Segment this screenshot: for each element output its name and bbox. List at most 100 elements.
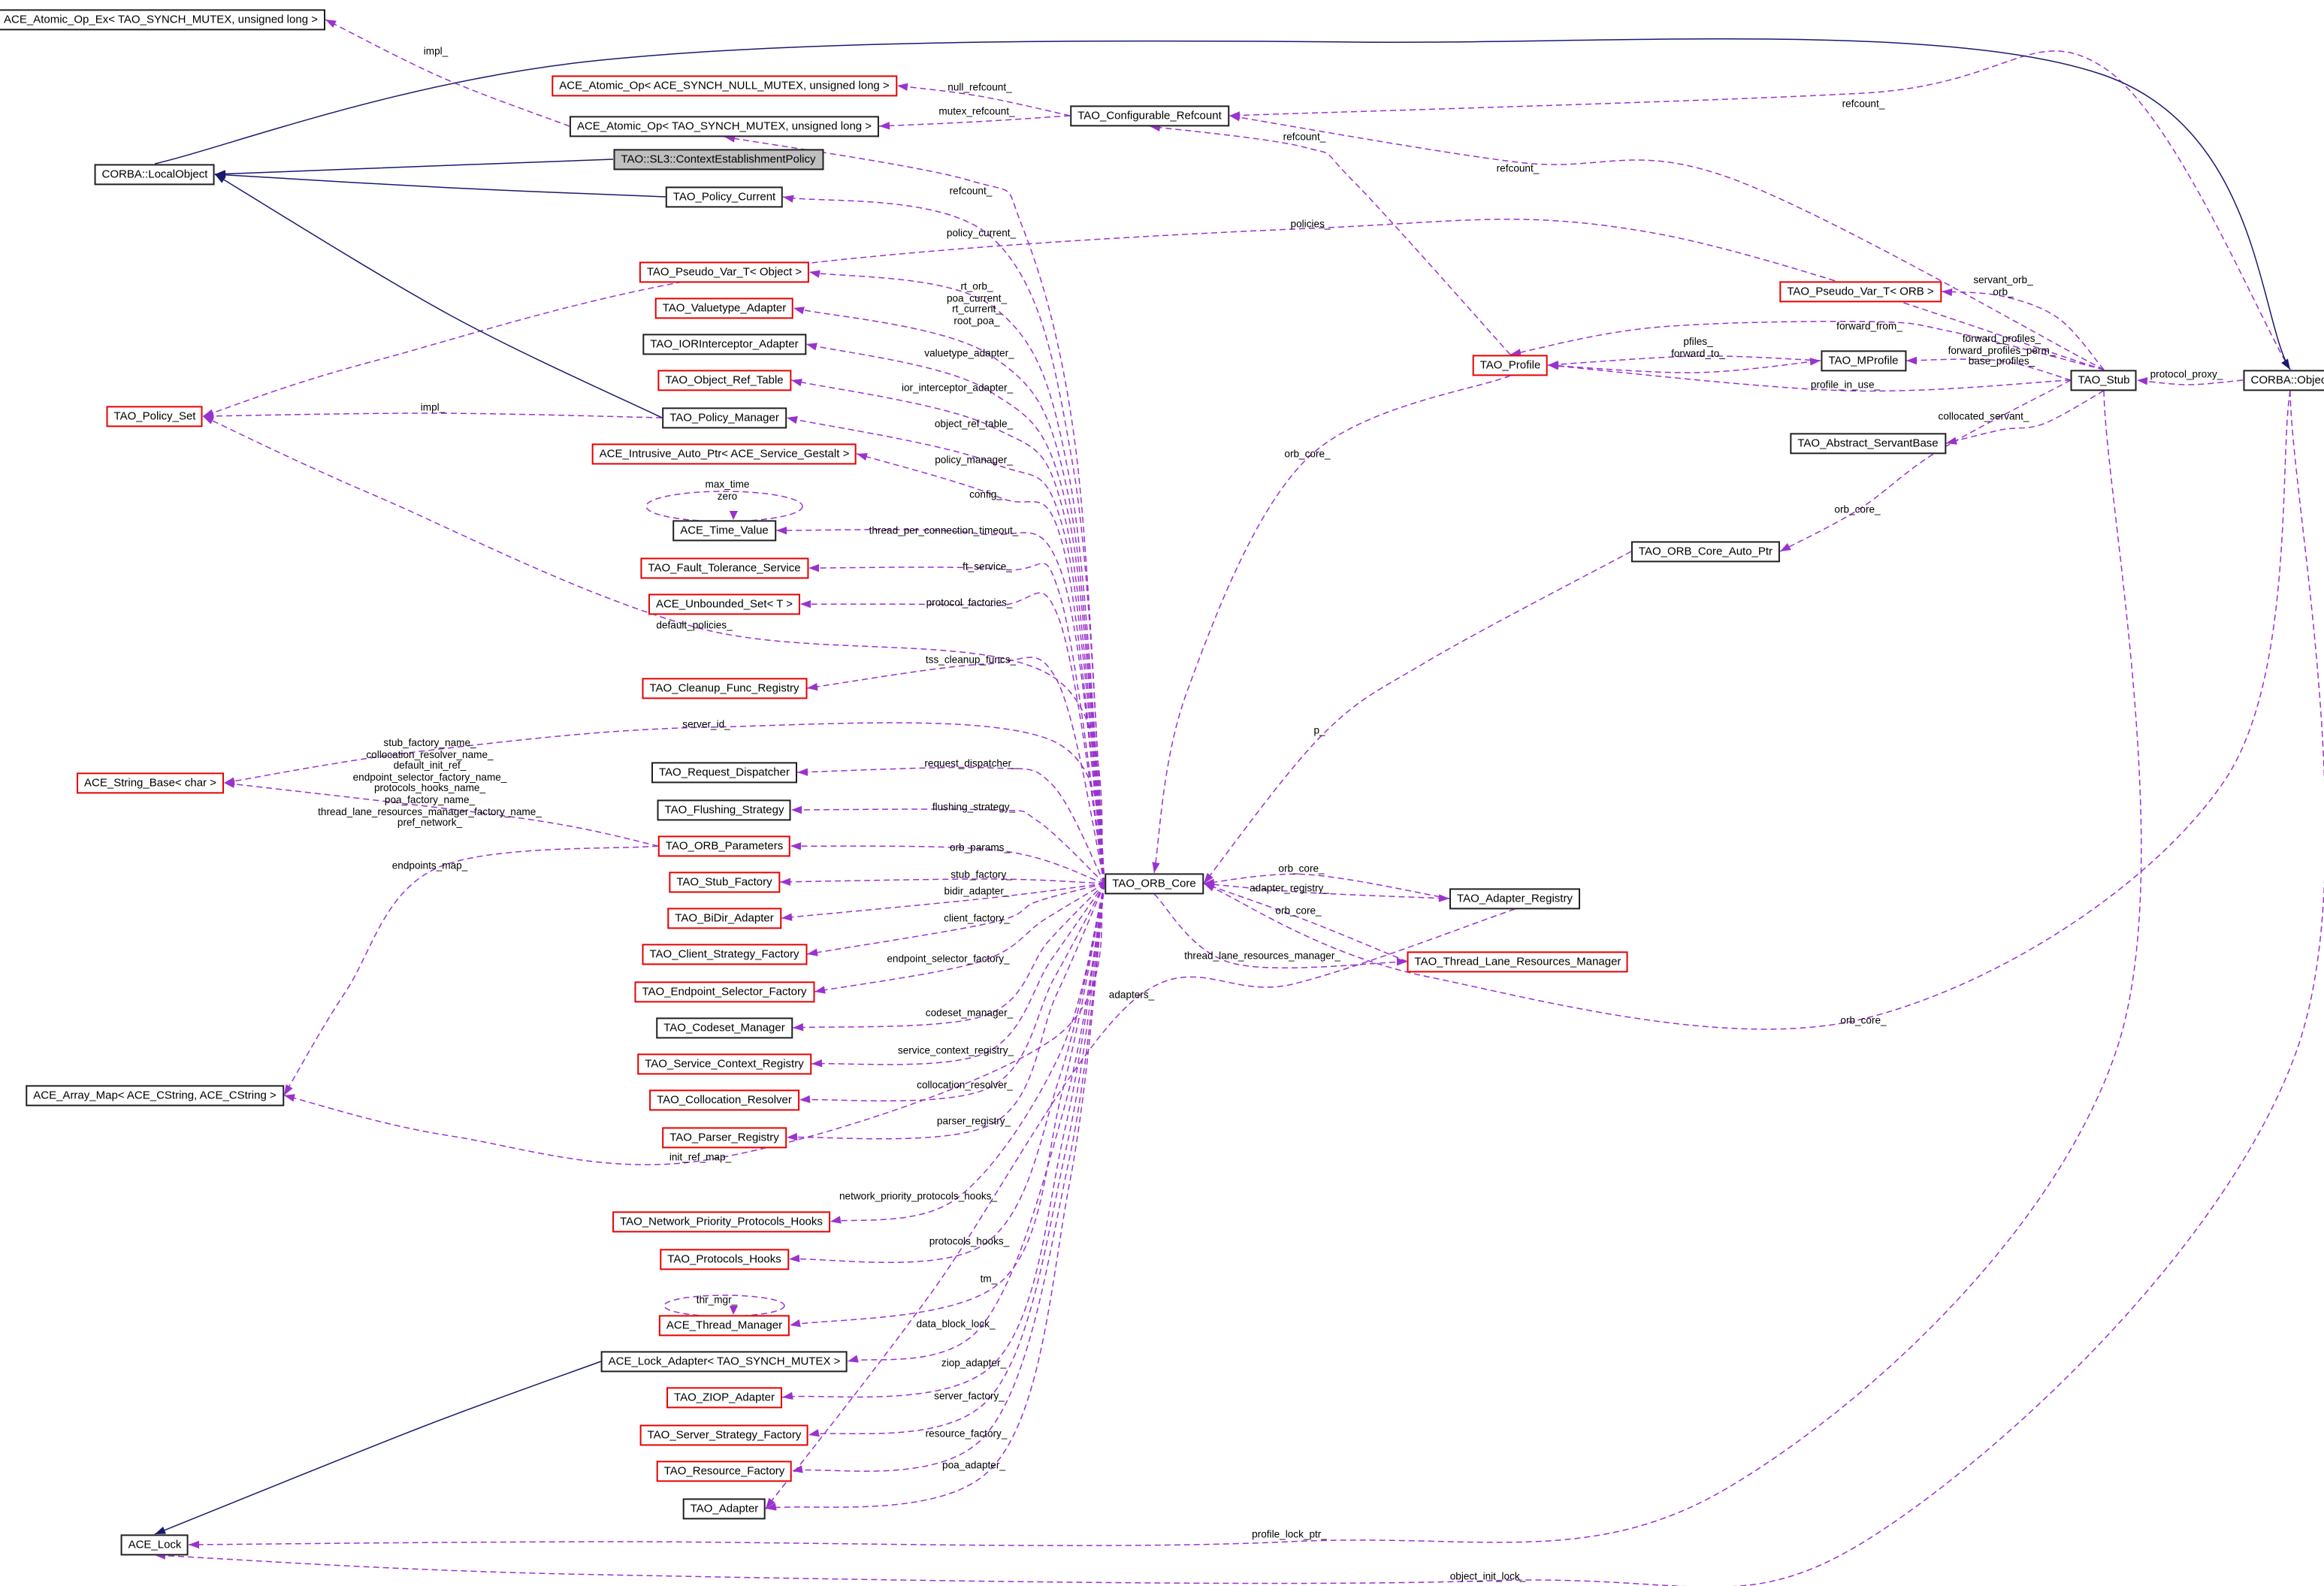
edge-label: profile_in_use_ bbox=[1810, 380, 1881, 391]
edge-label: servant_orb_ orb_ bbox=[1973, 275, 2033, 298]
class-node-tao_policy_set[interactable]: TAO_Policy_Set bbox=[106, 406, 204, 427]
class-node-corba_localobject[interactable]: CORBA::LocalObject bbox=[94, 164, 216, 185]
edge-label: forward_from_ bbox=[1836, 322, 1902, 333]
class-node-tao_cleanup_func_registry[interactable]: TAO_Cleanup_Func_Registry bbox=[642, 678, 807, 699]
edge-label: policy_current_ bbox=[946, 228, 1017, 240]
class-node-tao_pseudo_var_orb[interactable]: TAO_Pseudo_Var_T< ORB > bbox=[1779, 281, 1942, 302]
edge-label: resource_factory_ bbox=[925, 1429, 1008, 1440]
class-node-tao_policy_manager[interactable]: TAO_Policy_Manager bbox=[662, 407, 787, 428]
edge-label: impl_ bbox=[420, 403, 446, 414]
class-node-ace_array_map[interactable]: ACE_Array_Map< ACE_CString, ACE_CString … bbox=[26, 1085, 284, 1106]
edge-label: refcount_ bbox=[1496, 164, 1540, 175]
edge-label: network_priority_protocols_hooks_ bbox=[839, 1192, 998, 1203]
edge-label: protocol_proxy_ bbox=[2150, 370, 2223, 381]
class-node-ace_lock_adapter[interactable]: ACE_Lock_Adapter< TAO_SYNCH_MUTEX > bbox=[600, 1351, 848, 1372]
class-node-tao_endpoint_selector_factory[interactable]: TAO_Endpoint_Selector_Factory bbox=[634, 981, 814, 1002]
class-node-ace_lock[interactable]: ACE_Lock bbox=[120, 1534, 189, 1555]
class-node-ace_intrusive_auto_ptr[interactable]: ACE_Intrusive_Auto_Ptr< ACE_Service_Gest… bbox=[591, 443, 857, 464]
edge-label: flushing_strategy_ bbox=[932, 802, 1016, 814]
edge-label: orb_core_ bbox=[1278, 864, 1325, 875]
edge-label: thread_per_connection_timeout_ bbox=[869, 526, 1019, 537]
edge-label: adapters_ bbox=[1108, 990, 1155, 1001]
class-node-tao_mprofile[interactable]: TAO_MProfile bbox=[1821, 350, 1906, 371]
edge-label: collocated_servant_ bbox=[1938, 412, 2029, 423]
edge-label: orb_core_ bbox=[1834, 505, 1881, 516]
class-node-tao_resource_factory[interactable]: TAO_Resource_Factory bbox=[656, 1461, 793, 1482]
class-node-tao_ziop_adapter[interactable]: TAO_ZIOP_Adapter bbox=[666, 1387, 782, 1408]
edge-label: client_factory_ bbox=[944, 914, 1010, 925]
edge-label: impl_ bbox=[423, 47, 449, 58]
class-node-ace_time_value[interactable]: ACE_Time_Value bbox=[672, 520, 776, 541]
edge-label: refcount_ bbox=[949, 186, 993, 198]
class-node-tao_object_ref_table[interactable]: TAO_Object_Ref_Table bbox=[657, 370, 791, 391]
class-node-tao_stub_factory[interactable]: TAO_Stub_Factory bbox=[669, 872, 780, 893]
class-node-tao_valuetype_adapter[interactable]: TAO_Valuetype_Adapter bbox=[654, 298, 794, 319]
edge-label: max_time zero bbox=[705, 479, 750, 502]
edge-label: profile_lock_ptr_ bbox=[1252, 1530, 1327, 1541]
edge-label: ziop_adapter_ bbox=[941, 1358, 1007, 1370]
class-node-tao_network_priority[interactable]: TAO_Network_Priority_Protocols_Hooks bbox=[612, 1211, 830, 1232]
edge-label: thread_lane_resources_manager_ bbox=[1184, 951, 1340, 962]
class-node-tao_orb_parameters[interactable]: TAO_ORB_Parameters bbox=[657, 835, 791, 856]
class-node-ace_unbounded_set[interactable]: ACE_Unbounded_Set< T > bbox=[648, 594, 801, 615]
class-node-ace_thread_manager[interactable]: ACE_Thread_Manager bbox=[658, 1315, 790, 1336]
edge-label: data_block_lock_ bbox=[916, 1319, 996, 1331]
class-node-tao_profile[interactable]: TAO_Profile bbox=[1472, 355, 1549, 376]
edge-label: config_ bbox=[969, 490, 1002, 501]
edge-label: rt_orb_ poa_current_ rt_current_ root_po… bbox=[946, 282, 1008, 328]
class-node-tao_server_strategy_factory[interactable]: TAO_Server_Strategy_Factory bbox=[639, 1424, 809, 1446]
edge-label: bidir_adapter_ bbox=[944, 887, 1010, 898]
edge-label: adapter_registry_ bbox=[1250, 884, 1329, 895]
class-node-tao_abstract_servantbase[interactable]: TAO_Abstract_ServantBase bbox=[1790, 433, 1946, 454]
edge-label: init_ref_map_ bbox=[669, 1152, 732, 1164]
class-node-tao_orb_core_auto_ptr[interactable]: TAO_ORB_Core_Auto_Ptr bbox=[1630, 541, 1781, 562]
edge-label: ior_interceptor_adapter_ bbox=[901, 383, 1014, 394]
class-node-tao_service_context_registry[interactable]: TAO_Service_Context_Registry bbox=[637, 1053, 811, 1074]
edge-label: tm_ bbox=[980, 1274, 998, 1285]
class-node-tao_request_dispatcher[interactable]: TAO_Request_Dispatcher bbox=[651, 762, 797, 783]
class-node-tao_collocation_resolver[interactable]: TAO_Collocation_Resolver bbox=[649, 1089, 799, 1110]
edge-label: request_dispatcher_ bbox=[924, 759, 1017, 770]
edge-label: endpoints_map_ bbox=[391, 861, 468, 872]
class-node-tao_policy_current[interactable]: TAO_Policy_Current bbox=[665, 186, 784, 207]
class-node-tao_orb_core[interactable]: TAO_ORB_Core bbox=[1105, 873, 1204, 894]
class-node-ace_atomic_op_null[interactable]: ACE_Atomic_Op< ACE_SYNCH_NULL_MUTEX, uns… bbox=[552, 75, 897, 96]
edge-label: refcount_ bbox=[1283, 132, 1326, 143]
class-node-ace_atomic_op_synch[interactable]: ACE_Atomic_Op< TAO_SYNCH_MUTEX, unsigned… bbox=[569, 116, 880, 137]
class-node-tao_thread_lane[interactable]: TAO_Thread_Lane_Resources_Manager bbox=[1407, 951, 1629, 972]
edge-label: valuetype_adapter_ bbox=[924, 349, 1014, 360]
class-node-tao_adapter_registry[interactable]: TAO_Adapter_Registry bbox=[1449, 888, 1580, 909]
edge-label: null_refcount_ bbox=[947, 83, 1012, 94]
class-node-tao_bidir_adapter[interactable]: TAO_BiDir_Adapter bbox=[667, 908, 781, 929]
edge-label: protocol_factories_ bbox=[926, 598, 1013, 609]
class-node-tao_protocols_hooks[interactable]: TAO_Protocols_Hooks bbox=[660, 1249, 789, 1270]
class-node-tao_flushing_strategy[interactable]: TAO_Flushing_Strategy bbox=[657, 799, 792, 820]
edge-label: orb_core_ bbox=[1840, 1016, 1887, 1027]
class-node-tao_configurable_refcount[interactable]: TAO_Configurable_Refcount bbox=[1070, 105, 1229, 126]
class-node-sl3_context[interactable]: TAO::SL3::ContextEstablishmentPolicy bbox=[613, 149, 824, 170]
edge-label: server_id_ bbox=[682, 720, 730, 731]
edge-label: refcount_ bbox=[1842, 99, 1885, 110]
class-node-tao_parser_registry[interactable]: TAO_Parser_Registry bbox=[662, 1127, 787, 1148]
class-node-tao_codeset_manager[interactable]: TAO_Codeset_Manager bbox=[656, 1017, 793, 1038]
class-node-tao_pseudo_var_obj[interactable]: TAO_Pseudo_Var_T< Object > bbox=[639, 261, 810, 282]
edge-label: tss_cleanup_funcs_ bbox=[925, 655, 1017, 666]
edge-label: codeset_manager_ bbox=[925, 1008, 1014, 1020]
class-node-corba_object[interactable]: CORBA::Object bbox=[2243, 370, 2324, 391]
edge-label: service_context_registry_ bbox=[897, 1046, 1014, 1057]
class-node-tao_client_strategy_factory[interactable]: TAO_Client_Strategy_Factory bbox=[642, 944, 807, 965]
edge-label: stub_factory_ bbox=[950, 870, 1012, 881]
edge-label: object_init_lock_ bbox=[1449, 1572, 1526, 1583]
class-node-ace_atomic_op_ex[interactable]: ACE_Atomic_Op_Ex< TAO_SYNCH_MUTEX, unsig… bbox=[0, 9, 325, 30]
edge-label: stub_factory_name_ collocation_resolver_… bbox=[318, 739, 542, 829]
class-node-tao_adapter[interactable]: TAO_Adapter bbox=[682, 1498, 766, 1519]
edge-label: orb_core_ bbox=[1275, 906, 1322, 917]
class-node-tao_stub[interactable]: TAO_Stub bbox=[2070, 370, 2138, 391]
class-node-tao_iorinterceptor_adapter[interactable]: TAO_IORInterceptor_Adapter bbox=[642, 334, 806, 355]
edge-label: poa_adapter_ bbox=[942, 1461, 1005, 1472]
class-node-ace_string_base[interactable]: ACE_String_Base< char > bbox=[77, 772, 224, 793]
edge-label: ft_service_ bbox=[963, 562, 1012, 573]
class-node-tao_fault_tolerance[interactable]: TAO_Fault_Tolerance_Service bbox=[640, 557, 808, 579]
edge-label: policies_ bbox=[1290, 219, 1331, 231]
